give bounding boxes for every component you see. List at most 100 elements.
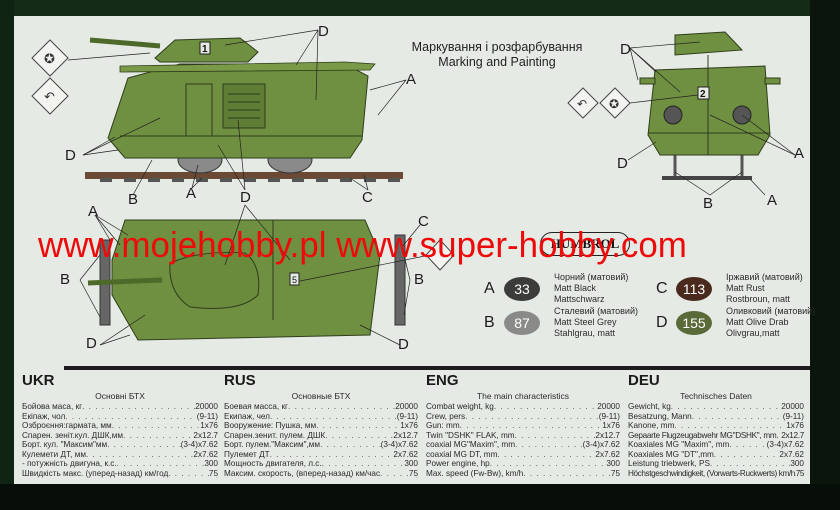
callout-side-d2: D — [65, 147, 76, 164]
callout-front-b: B — [703, 195, 714, 212]
paint-item-b: B 87 Сталевий (матовий) Matt Steel Grey … — [484, 306, 638, 339]
callout-top-d1: D — [86, 335, 97, 352]
paint-name-deu: Mattschwarz — [554, 294, 605, 304]
title-ukr: Маркування і розфарбування — [411, 40, 583, 54]
spec-row: Вооружение: Пушка, мм1x76 — [224, 421, 418, 431]
spec-row: Мощность двигателя, л.с.300 — [224, 459, 418, 469]
paint-letter: A — [484, 279, 495, 297]
spec-row: Екіпаж, чол(9-11) — [22, 412, 218, 422]
spec-row: Gepaarte Flugzeugabwehr MG"DSHK", mm2x12… — [628, 431, 804, 441]
spec-row: Спарен.зенит. пулем. ДШК2x12.7 — [224, 431, 418, 441]
page-title: Маркування і розфарбування Marking and P… — [392, 40, 602, 70]
spec-lang: RUS — [224, 372, 256, 389]
front-view-drawing: 2 ↶ ✪ — [567, 31, 796, 196]
svg-text:↶: ↶ — [577, 97, 587, 111]
svg-text:✪: ✪ — [44, 51, 55, 66]
callout-side-b: B — [128, 191, 139, 208]
spec-column-deu: DEU Technisches Daten Gewicht, kg20000 B… — [628, 372, 804, 478]
callout-side-a2: A — [186, 185, 197, 202]
spec-subtitle: The main characteristics — [476, 391, 570, 401]
spec-lang: ENG — [426, 372, 459, 389]
spec-divider — [64, 366, 810, 370]
spec-subtitle: Technisches Daten — [680, 391, 752, 401]
callout-side-d3: D — [240, 189, 251, 206]
callout-top-c: C — [418, 213, 429, 230]
spec-row: Gun: mm1x76 — [426, 421, 620, 431]
paint-name-eng: Matt Olive Drab — [726, 317, 789, 327]
spec-subtitle: Основные БТХ — [291, 391, 351, 401]
callout-top-a: A — [88, 203, 99, 220]
paint-name-eng: Matt Steel Grey — [554, 317, 617, 327]
callout-side-d1: D — [318, 23, 329, 40]
paint-item-d: D 155 Оливковий (матовий) Matt Olive Dra… — [656, 306, 815, 339]
spec-subtitle: Основні БТХ — [95, 391, 145, 401]
spec-column-rus: RUS Основные БТХ Боевая масса, кг20000 Е… — [224, 372, 418, 478]
paint-swatch: 155 — [676, 310, 712, 335]
spec-row: Kanone, mm1x76 — [628, 421, 804, 431]
paint-name-deu: Olivgrau,matt — [726, 328, 780, 338]
paint-brand-logo: HUMBROL — [540, 232, 630, 256]
callout-top-d2: D — [398, 336, 409, 353]
frame-left — [0, 0, 14, 510]
spec-column-ukr: UKR Основні БТХ Бойова маса, кг20000 Екі… — [22, 372, 218, 478]
frame-right — [810, 0, 840, 510]
spec-row: Максим. скорость, (вперед-назад) км/час7… — [224, 469, 418, 479]
front-number-2: 2 — [700, 89, 706, 100]
spec-row: Twin "DSHK" FLAK, mm2x12.7 — [426, 431, 620, 441]
callout-top-b2: B — [414, 271, 425, 288]
spec-lang: DEU — [628, 372, 660, 389]
paint-item-c: C 113 Іржавий (матовий) Matt Rust Rostbr… — [656, 272, 803, 305]
top-view-drawing: 5 — [79, 204, 455, 346]
spec-row: Power engine, hp300 — [426, 459, 620, 469]
paint-name-ukr: Оливковий (матовий) — [726, 306, 816, 316]
spec-row: Пулемет ДТ2x7.62 — [224, 450, 418, 460]
spec-row: Koaxiales MG "Maxim", mm(3-4)x7.62 — [628, 440, 804, 450]
callout-front-a2: A — [767, 192, 778, 209]
paint-name-deu: Stahlgrau, matt — [554, 328, 616, 338]
spec-row: Борт. пулем."Максим",мм(3-4)x7.62 — [224, 440, 418, 450]
paint-name-deu: Rostbroun, matt — [726, 294, 791, 304]
spec-row: Combat weight, kg20000 — [426, 402, 620, 412]
callout-side-c: C — [362, 189, 373, 206]
paint-name-eng: Matt Black — [554, 283, 597, 293]
spec-lang: UKR — [22, 372, 55, 389]
paint-name-ukr: Сталевий (матовий) — [554, 306, 638, 316]
spec-row: Koaxiales MG "DT",mm2x7.62 — [628, 450, 804, 460]
frame-bottom — [0, 484, 840, 510]
spec-row: Швидкість макс. (уперед-назад) км/год75 — [22, 469, 218, 479]
svg-text:↶: ↶ — [44, 89, 55, 104]
paint-letter: D — [656, 313, 668, 331]
spec-row: coaxial MG"Maxim", mm(3-4)x7.62 — [426, 440, 620, 450]
spec-row: Бойова маса, кг20000 — [22, 402, 218, 412]
watermark-text: www.mojehobby.pl www.super-hobby.com — [38, 224, 687, 265]
spec-column-eng: ENG The main characteristics Combat weig… — [426, 372, 620, 478]
spec-row: Спарен. зеніт.кул. ДШК,мм2x12.7 — [22, 431, 218, 441]
paint-swatch: 33 — [504, 276, 540, 301]
spec-row: Crew, pers(9-11) — [426, 412, 620, 422]
svg-text:✪: ✪ — [609, 97, 619, 111]
spec-row: Leistung triebwerk, PS300 — [628, 459, 804, 469]
top-number-5: 5 — [292, 275, 297, 285]
callout-top-b1: B — [60, 271, 71, 288]
spec-row: Озброєння:гармата, мм1x76 — [22, 421, 218, 431]
spec-row: Gewicht, kg20000 — [628, 402, 804, 412]
paint-name-eng: Matt Rust — [726, 283, 765, 293]
paint-name-ukr: Чорний (матовий) — [554, 272, 629, 282]
frame-top — [0, 0, 840, 16]
spec-row: Max. speed (Fw-Bw), km/h75 — [426, 469, 620, 479]
title-eng: Marking and Painting — [438, 55, 556, 69]
paint-name-ukr: Іржавий (матовий) — [726, 272, 803, 282]
paint-letter: C — [656, 279, 668, 297]
spec-row: coaxial MG DT, mm2x7.62 — [426, 450, 620, 460]
callout-side-a1: A — [406, 71, 417, 88]
spec-row: Кулемети ДТ, мм2x7.62 — [22, 450, 218, 460]
callout-front-a1: A — [794, 145, 805, 162]
side-view-drawing: 1 ✪ ↶ — [31, 29, 407, 196]
callout-front-d2: D — [617, 155, 628, 172]
callout-front-d1: D — [620, 41, 631, 58]
paint-letter: B — [484, 313, 495, 331]
spec-row: Höchstgeschwindigkeit, (Vorwarts-Ruckwer… — [628, 469, 804, 479]
turret-number-1: 1 — [202, 44, 208, 55]
paint-swatch: 113 — [676, 276, 712, 301]
spec-row: - потужність двигуна, к.с.300 — [22, 459, 218, 469]
